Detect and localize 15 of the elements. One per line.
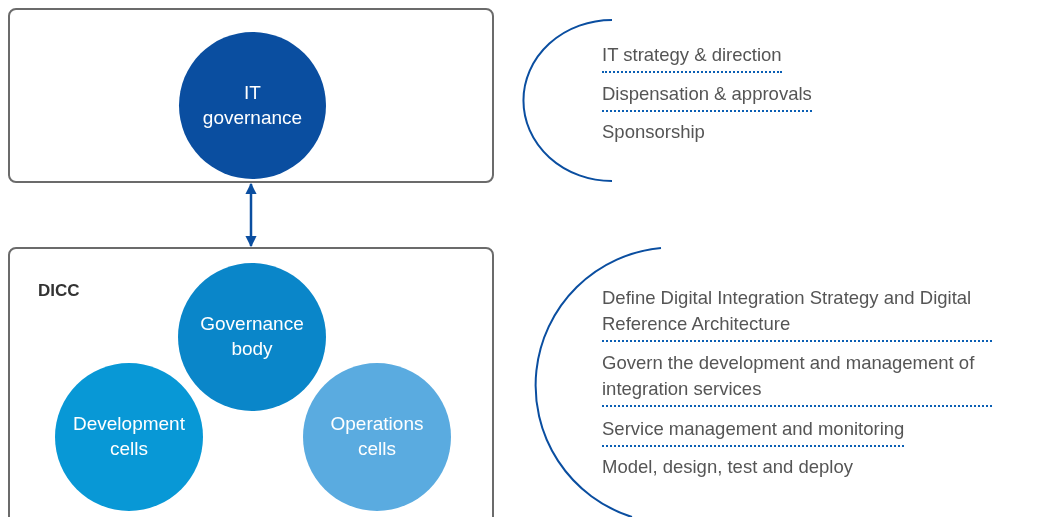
double-arrow [245,182,257,248]
group-box [8,8,494,183]
list-item: Govern the development and management of integration services [602,350,992,407]
group-title: DICC [38,281,80,301]
circle-label: IT governance [201,80,304,130]
circle-label: Development cells [72,412,186,461]
list-item: Sponsorship [602,120,705,144]
list-item: Service management and monitoring [602,416,905,447]
list-item: IT strategy & direction [602,42,782,73]
list-item: Define Digital Integration Strategy and Digital Reference Architecture [602,285,992,342]
list-item: Dispensation & approvals [602,81,812,112]
list-item: Model, design, test and deploy [602,455,853,479]
circle-label: Governance body [199,312,305,361]
circle-label: Operations cells [329,412,425,461]
group-box [8,247,494,517]
